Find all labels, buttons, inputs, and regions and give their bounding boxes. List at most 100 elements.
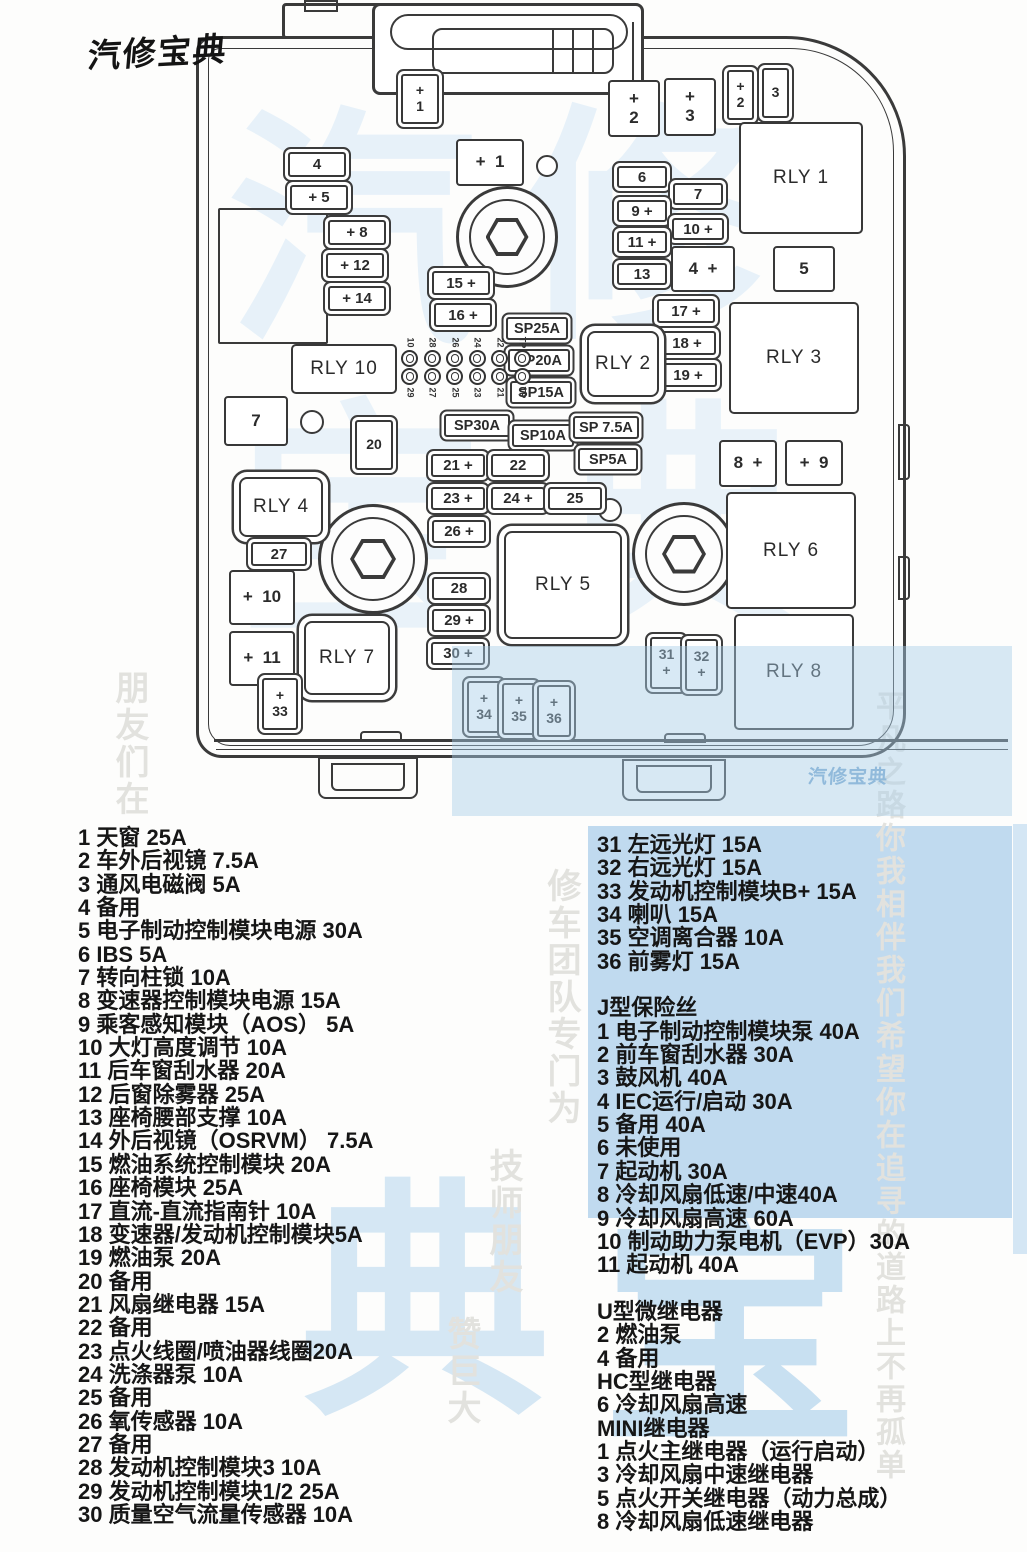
pin-label: 25: [450, 387, 461, 398]
sp-fuse-sp25a: SP25A: [506, 317, 568, 340]
pin-label: 26: [450, 337, 461, 348]
mount-foot: [318, 757, 418, 799]
jcase-fuse-7: 7: [224, 396, 288, 446]
legend-item: 35 空调离合器 10A: [597, 925, 785, 951]
jcase-fuse-10: + 10: [229, 570, 295, 625]
legend-item: 36 前雾灯 15A: [597, 948, 741, 974]
fuse-11: 11 +: [617, 231, 667, 253]
fuse-4: 4: [288, 152, 346, 177]
legend-item: 15 燃油系统控制模块 20A: [78, 1151, 332, 1177]
fuse-25: 25: [548, 487, 602, 510]
jcase-fuse-3: +3: [664, 78, 716, 136]
legend-item: 17 直流-直流指南针 10A: [78, 1198, 317, 1224]
fuse-15: 15 +: [432, 271, 490, 295]
legend-item: 16 座椅模块 25A: [78, 1175, 244, 1201]
legend-item: 2 前车窗刮水器 30A: [597, 1042, 794, 1068]
legend-item: 8 变速器控制模块电源 15A: [78, 988, 341, 1014]
legend-header: U型微继电器: [597, 1298, 723, 1324]
pin-socket: [401, 350, 419, 367]
pin-label: TP: [517, 386, 528, 399]
legend-item: 28 发动机控制模块3 10A: [78, 1455, 322, 1481]
watermark-column: 技师朋友: [484, 1148, 522, 1296]
legend-item: 1 点火主继电器（运行启动）: [597, 1438, 880, 1464]
legend-item: 32 右远光灯 15A: [597, 855, 763, 881]
legend-item: 8 冷却风扇低速/中速40A: [597, 1182, 838, 1208]
pin-socket: [446, 368, 464, 385]
sp-fuse-sp5a: SP5A: [578, 448, 638, 471]
jcase-fuse-4: 4 +: [671, 246, 735, 292]
pin-socket: [468, 350, 486, 367]
fuse-24: 24 +: [491, 487, 545, 510]
pin-label: 22: [495, 337, 506, 348]
fuse-10: 10 +: [672, 218, 724, 240]
pin-socket: [513, 368, 531, 385]
fuse-5: + 5: [290, 185, 348, 210]
legend-item: 29 发动机控制模块1/2 25A: [78, 1478, 340, 1504]
pin-label: 21: [495, 387, 506, 398]
pin-socket: [401, 368, 419, 385]
legend-item: 2 车外后视镜 7.5A: [78, 848, 259, 874]
legend-item: 13 座椅腰部支撑 10A: [78, 1105, 288, 1131]
watermark-glyph: 修: [516, 89, 766, 368]
legend-item: 6 IBS 5A: [78, 941, 168, 967]
legend-item: 4 备用: [78, 895, 141, 921]
fuse-32: 32+: [685, 639, 718, 691]
box-lip-line: [214, 739, 1008, 742]
pin-label: 28: [427, 337, 438, 348]
fuse-22: 22: [491, 454, 545, 477]
relay-rly-4: RLY 4: [239, 477, 323, 537]
pin-label: 29: [405, 387, 416, 398]
relay-rly-7: RLY 7: [304, 621, 390, 695]
legend-item: 6 未使用: [597, 1135, 682, 1161]
legend-item: 19 燃油泵 20A: [78, 1245, 222, 1271]
jcase-fuse-2: +2: [608, 80, 660, 137]
fuse-13: 13: [617, 263, 667, 285]
stud-bolt: [632, 502, 736, 606]
relay-rly-10: RLY 10: [291, 344, 397, 394]
fuse-23: 23 +: [431, 487, 485, 510]
legend-item: 7 转向柱锁 10A: [78, 965, 231, 991]
fuse-20: 20: [355, 420, 393, 470]
relay-rly-3: RLY 3: [729, 302, 859, 414]
pin-label: 23: [472, 387, 483, 398]
hex-nut: [485, 218, 529, 256]
watermark-panel: [588, 826, 1012, 1218]
relay-rly-5: RLY 5: [504, 531, 622, 639]
relay-rly-2: RLY 2: [587, 331, 659, 397]
fuse-1: +1: [401, 74, 439, 124]
pilot-hole: [300, 410, 324, 434]
legend-item: 10 制动助力泵电机（EVP）30A: [597, 1228, 910, 1254]
legend-item: 9 冷却风扇高速 60A: [597, 1205, 794, 1231]
pin-socket: [468, 368, 486, 385]
sp-fuse-sp7-5a: SP 7.5A: [573, 416, 639, 439]
legend-item: 4 备用: [597, 1345, 660, 1371]
legend-item: 31 左远光灯 15A: [597, 832, 763, 857]
fuse-33: +33: [262, 678, 298, 730]
watermark-column: 赞巨大: [442, 1316, 480, 1427]
harness-rib: [592, 30, 594, 72]
jcase-fuse-8: 8 +: [719, 440, 777, 487]
brand-logo: 汽修宝典: [86, 30, 230, 75]
legend-item: 25 备用: [78, 1385, 153, 1411]
legend-item: 11 后车窗刮水器 20A: [78, 1058, 286, 1084]
legend-item: 18 变速器/发动机控制模块5A: [78, 1221, 363, 1247]
legend-item: 9 乘客感知模块（AOS） 5A: [78, 1011, 355, 1037]
watermark-column: 平凡之路你我相伴我们希望你在追寻的道路上不再孤单: [871, 690, 904, 1482]
watermark-strip: [1013, 824, 1027, 1254]
open-bay: [218, 208, 328, 344]
watermark-brand-mark: 汽修宝典: [807, 767, 889, 788]
lip-bump: [664, 733, 706, 743]
fuse-12: + 12: [326, 253, 384, 278]
stud-bolt: [318, 504, 428, 614]
fuse-31: 31+: [650, 637, 683, 689]
pin-socket: [446, 350, 464, 367]
fuse-18: 18 +: [658, 331, 716, 355]
pin-socket: [513, 350, 531, 367]
hex-nut: [662, 534, 706, 574]
pilot-hole: [536, 155, 558, 177]
box-lip-line: [216, 749, 1008, 750]
fuse-17: 17 +: [657, 299, 715, 323]
